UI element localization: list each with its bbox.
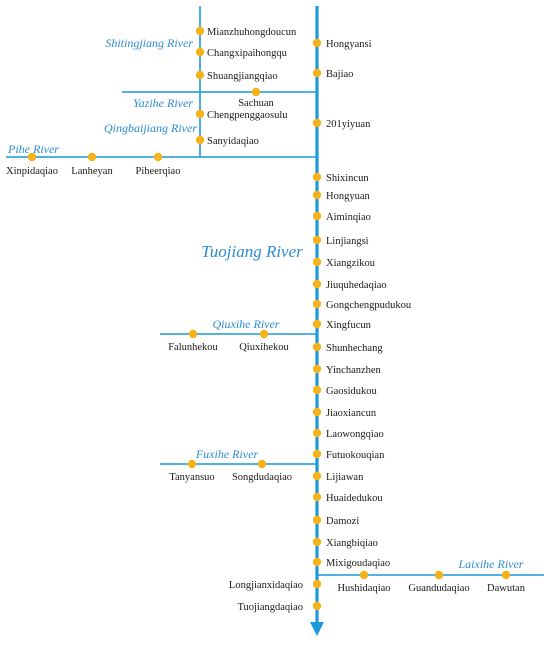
station-label-xiangbiqiao: Xiangbiqiao xyxy=(326,538,378,549)
station-dot-qiuxihekou xyxy=(259,329,269,339)
station-label-mianzhuhongdoucun: Mianzhuhongdoucun xyxy=(207,27,297,38)
main-river-label: Tuojiang River xyxy=(201,242,303,261)
station-label-hongyansi: Hongyansi xyxy=(326,39,372,50)
station-dot-jiuquhedaqiao xyxy=(312,279,322,289)
station-dot-laowongqiao xyxy=(312,428,322,438)
station-label-lijiawan: Lijiawan xyxy=(326,472,364,483)
station-dot-yinchanzhen xyxy=(312,364,322,374)
station-label-longjianxidaqiao: Longjianxidaqiao xyxy=(229,580,303,591)
station-dot-damozi xyxy=(312,515,322,525)
station-dot-shunhechang xyxy=(312,342,322,352)
station-label-201yiyuan: 201yiyuan xyxy=(326,119,371,130)
station-label-guandudaqiao: Guandudaqiao xyxy=(408,583,469,594)
station-label-tanyansuo: Tanyansuo xyxy=(169,472,214,483)
fuxihe-river-label: Fuxihe River xyxy=(195,447,259,461)
station-dot-changxipaihongqu xyxy=(195,47,205,57)
station-label-gongchengpudukou: Gongchengpudukou xyxy=(326,300,412,311)
station-dot-lanheyan xyxy=(87,152,97,162)
station-label-jiuquhedaqiao: Jiuquhedaqiao xyxy=(326,280,387,291)
station-label-jiaoxiancun: Jiaoxiancun xyxy=(326,408,377,419)
station-label-bajiao: Bajiao xyxy=(326,69,353,80)
station-dot-xiangbiqiao xyxy=(312,537,322,547)
station-dot-sachuan xyxy=(251,87,261,97)
station-label-songdudaqiao: Songdudaqiao xyxy=(232,472,292,483)
station-label-linjiangsi: Linjiangsi xyxy=(326,236,369,247)
station-dot-shixincun xyxy=(312,172,322,182)
station-dot-mixigoudaqiao xyxy=(312,557,322,567)
station-dot-chengpenggaosulu xyxy=(195,109,205,119)
qingbaijiang-river-label: Qingbaijiang River xyxy=(104,121,197,135)
station-label-chengpenggaosulu: Chengpenggaosulu xyxy=(207,110,288,121)
station-dot-bajiao xyxy=(312,68,322,78)
station-dot-sanyidaqiao xyxy=(195,135,205,145)
station-label-mixigoudaqiao: Mixigoudaqiao xyxy=(326,558,390,569)
station-label-sachuan: Sachuan xyxy=(238,98,274,109)
station-dot-jiaoxiancun xyxy=(312,407,322,417)
station-dot-futuokouqian xyxy=(312,449,322,459)
station-dot-hushidaqiao xyxy=(359,570,369,580)
station-label-shunhechang: Shunhechang xyxy=(326,343,383,354)
station-label-damozi: Damozi xyxy=(326,516,359,527)
pihe-river-label: Pihe River xyxy=(7,142,59,156)
station-label-piheerqiao: Piheerqiao xyxy=(136,166,181,177)
station-dot-linjiangsi xyxy=(312,235,322,245)
station-dot-gongchengpudukou xyxy=(312,299,322,309)
station-label-falunhekou: Falunhekou xyxy=(168,342,218,353)
station-label-tuojiangdaqiao: Tuojiangdaqiao xyxy=(237,602,303,613)
station-label-xingfucun: Xingfucun xyxy=(326,320,372,331)
station-label-lanheyan: Lanheyan xyxy=(71,166,113,177)
station-label-hongyuan: Hongyuan xyxy=(326,191,370,202)
qiuxihe-river-label: Qiuxihe River xyxy=(213,317,280,331)
station-label-futuokouqian: Futuokouqian xyxy=(326,450,385,461)
station-dot-hongyuan xyxy=(312,190,322,200)
station-dot-aiminqiao xyxy=(312,211,322,221)
station-label-yinchanzhen: Yinchanzhen xyxy=(326,365,382,376)
station-label-shixincun: Shixincun xyxy=(326,173,369,184)
station-label-gaosidukou: Gaosidukou xyxy=(326,386,377,397)
yazihe-river-label: Yazihe River xyxy=(133,96,193,110)
station-dot-hongyansi xyxy=(312,38,322,48)
station-label-shuangjiangqiao: Shuangjiangqiao xyxy=(207,71,278,82)
station-dot-xingfucun xyxy=(312,319,322,329)
station-dot-dawutan xyxy=(501,570,511,580)
station-label-sanyidaqiao: Sanyidaqiao xyxy=(207,136,259,147)
station-dot-lijiawan xyxy=(312,471,322,481)
station-dot-piheerqiao xyxy=(153,152,163,162)
station-dot-tuojiangdaqiao xyxy=(312,601,322,611)
station-dot-xiangzikou xyxy=(312,257,322,267)
station-label-huaidedukou: Huaidedukou xyxy=(326,493,383,504)
station-dot-xinpidaqiao xyxy=(27,152,37,162)
station-dot-mianzhuhongdoucun xyxy=(195,26,205,36)
station-label-changxipaihongqu: Changxipaihongqu xyxy=(207,48,288,59)
station-dot-201yiyuan xyxy=(312,118,322,128)
station-label-qiuxihekou: Qiuxihekou xyxy=(239,342,289,353)
station-label-hushidaqiao: Hushidaqiao xyxy=(337,583,390,594)
station-dot-shuangjiangqiao xyxy=(195,70,205,80)
station-dot-huaidedukou xyxy=(312,492,322,502)
flow-direction-arrow-icon xyxy=(310,622,324,636)
station-label-xinpidaqiao: Xinpidaqiao xyxy=(6,166,58,177)
station-dot-guandudaqiao xyxy=(434,570,444,580)
station-label-xiangzikou: Xiangzikou xyxy=(326,258,376,269)
station-dot-songdudaqiao xyxy=(257,459,267,469)
station-label-dawutan: Dawutan xyxy=(487,583,526,594)
station-dot-tanyansuo xyxy=(187,459,197,469)
station-dot-longjianxidaqiao xyxy=(312,579,322,589)
station-dot-gaosidukou xyxy=(312,385,322,395)
shitingjiang-river-label: Shitingjiang River xyxy=(105,36,193,50)
station-label-laowongqiao: Laowongqiao xyxy=(326,429,384,440)
laixihe-river-label: Laixihe River xyxy=(458,557,524,571)
station-label-aiminqiao: Aiminqiao xyxy=(326,212,371,223)
station-dot-falunhekou xyxy=(188,329,198,339)
